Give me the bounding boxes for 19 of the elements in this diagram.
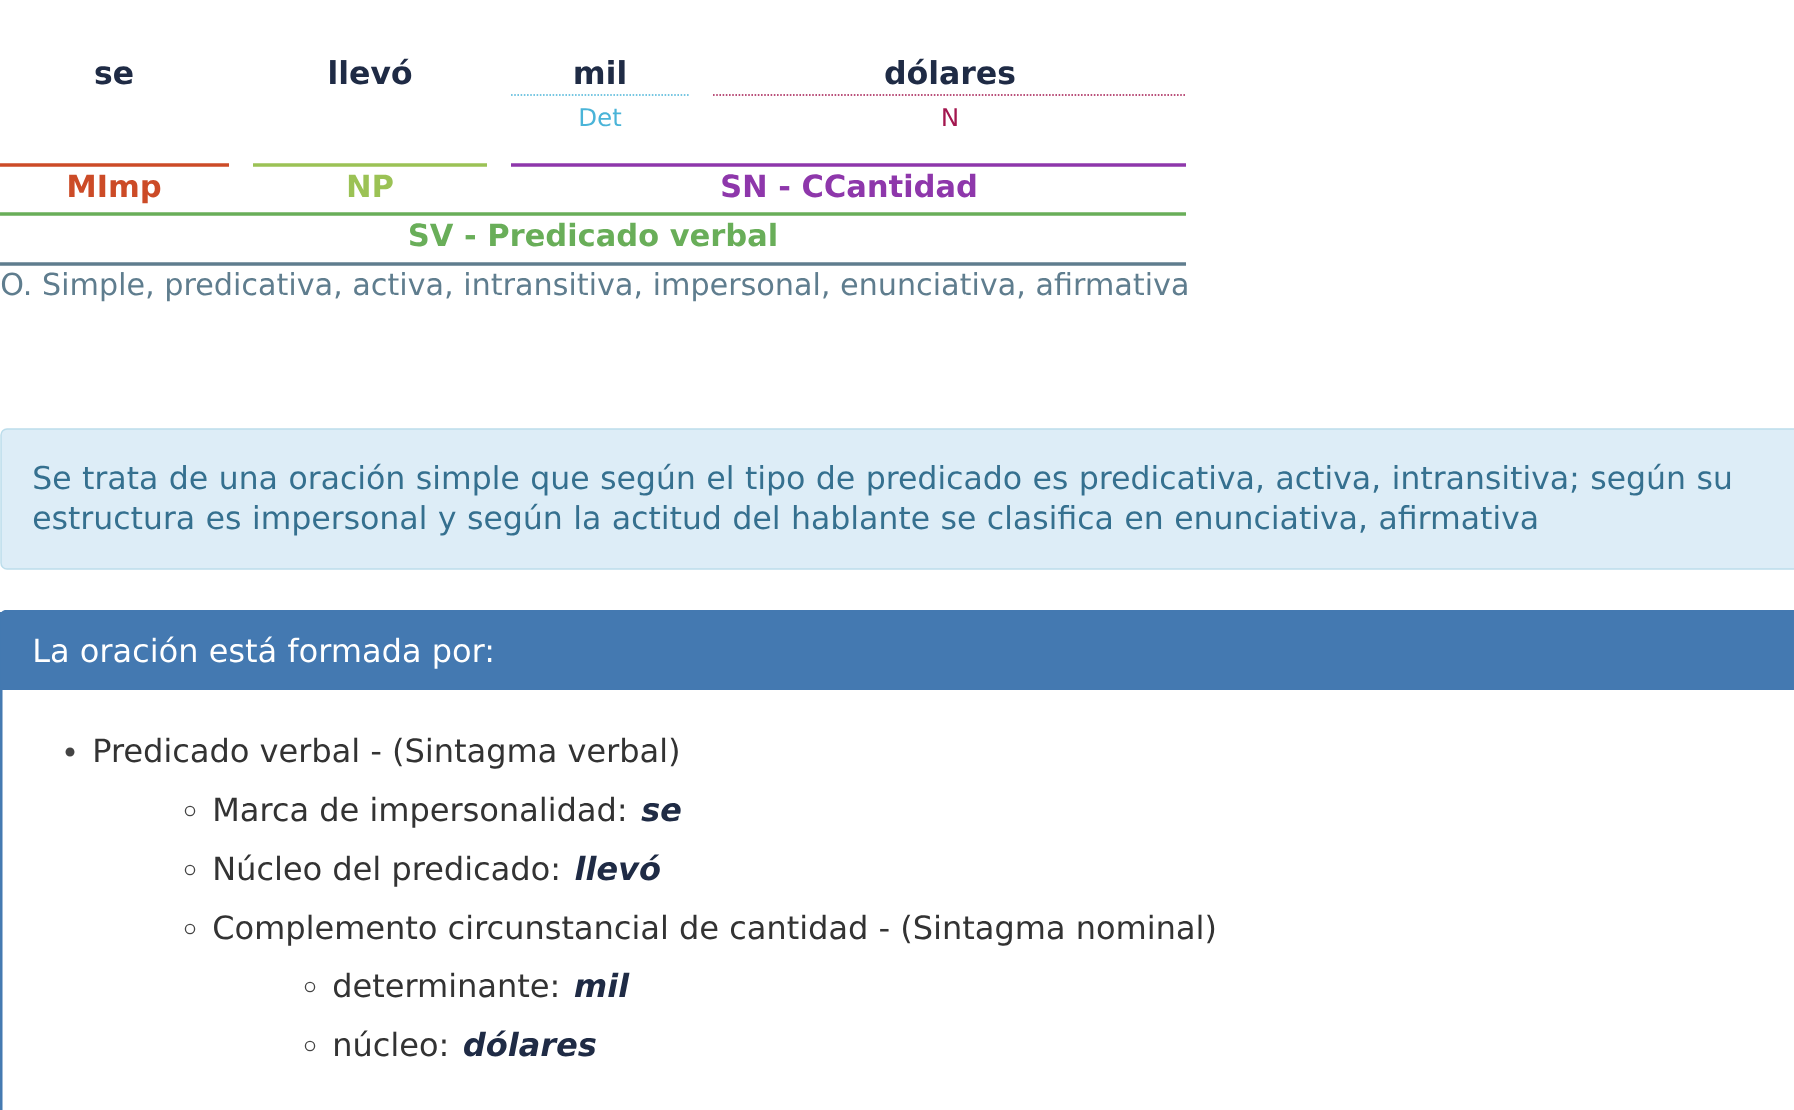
function-label: SV - Predicado verbal (410, 222, 776, 247)
list-item: Núcleo del predicado: llevó (215, 854, 660, 887)
list-item: Complemento circunstancial de cantidad - (Sintagma nominal) (214, 914, 1215, 946)
list-item: determinante: mil (334, 972, 630, 998)
word: dólares (885, 58, 1015, 85)
tag-label: Det (580, 108, 622, 127)
word: mil (575, 60, 625, 84)
sentence-label: O. Simple, predicativa, activa, intransitiva, impersonal, enunciativa, afirmativa (1, 272, 1187, 302)
function-label: SN - CCantidad (722, 173, 976, 198)
panel-header: La oración está formada por: (0, 610, 1794, 690)
word: llevó (330, 58, 412, 85)
info-box: Se trata de una oración simple que según el tipo de predicado es predicativa, activa, intransitiva; según su estructura es impersonal y según la actitud del hablante se clasifica en enunciativa, afirmativa (0, 428, 1794, 570)
function-label: MImp (69, 174, 161, 204)
list-item: núcleo: dólares (335, 1030, 596, 1057)
list-item: Marca de impersonalidad: se (215, 796, 681, 828)
list-item: Predicado verbal - (Sintagma verbal) (95, 737, 678, 769)
function-label: NP (348, 174, 393, 197)
word: se (95, 66, 133, 85)
tag-label: N (943, 108, 957, 126)
